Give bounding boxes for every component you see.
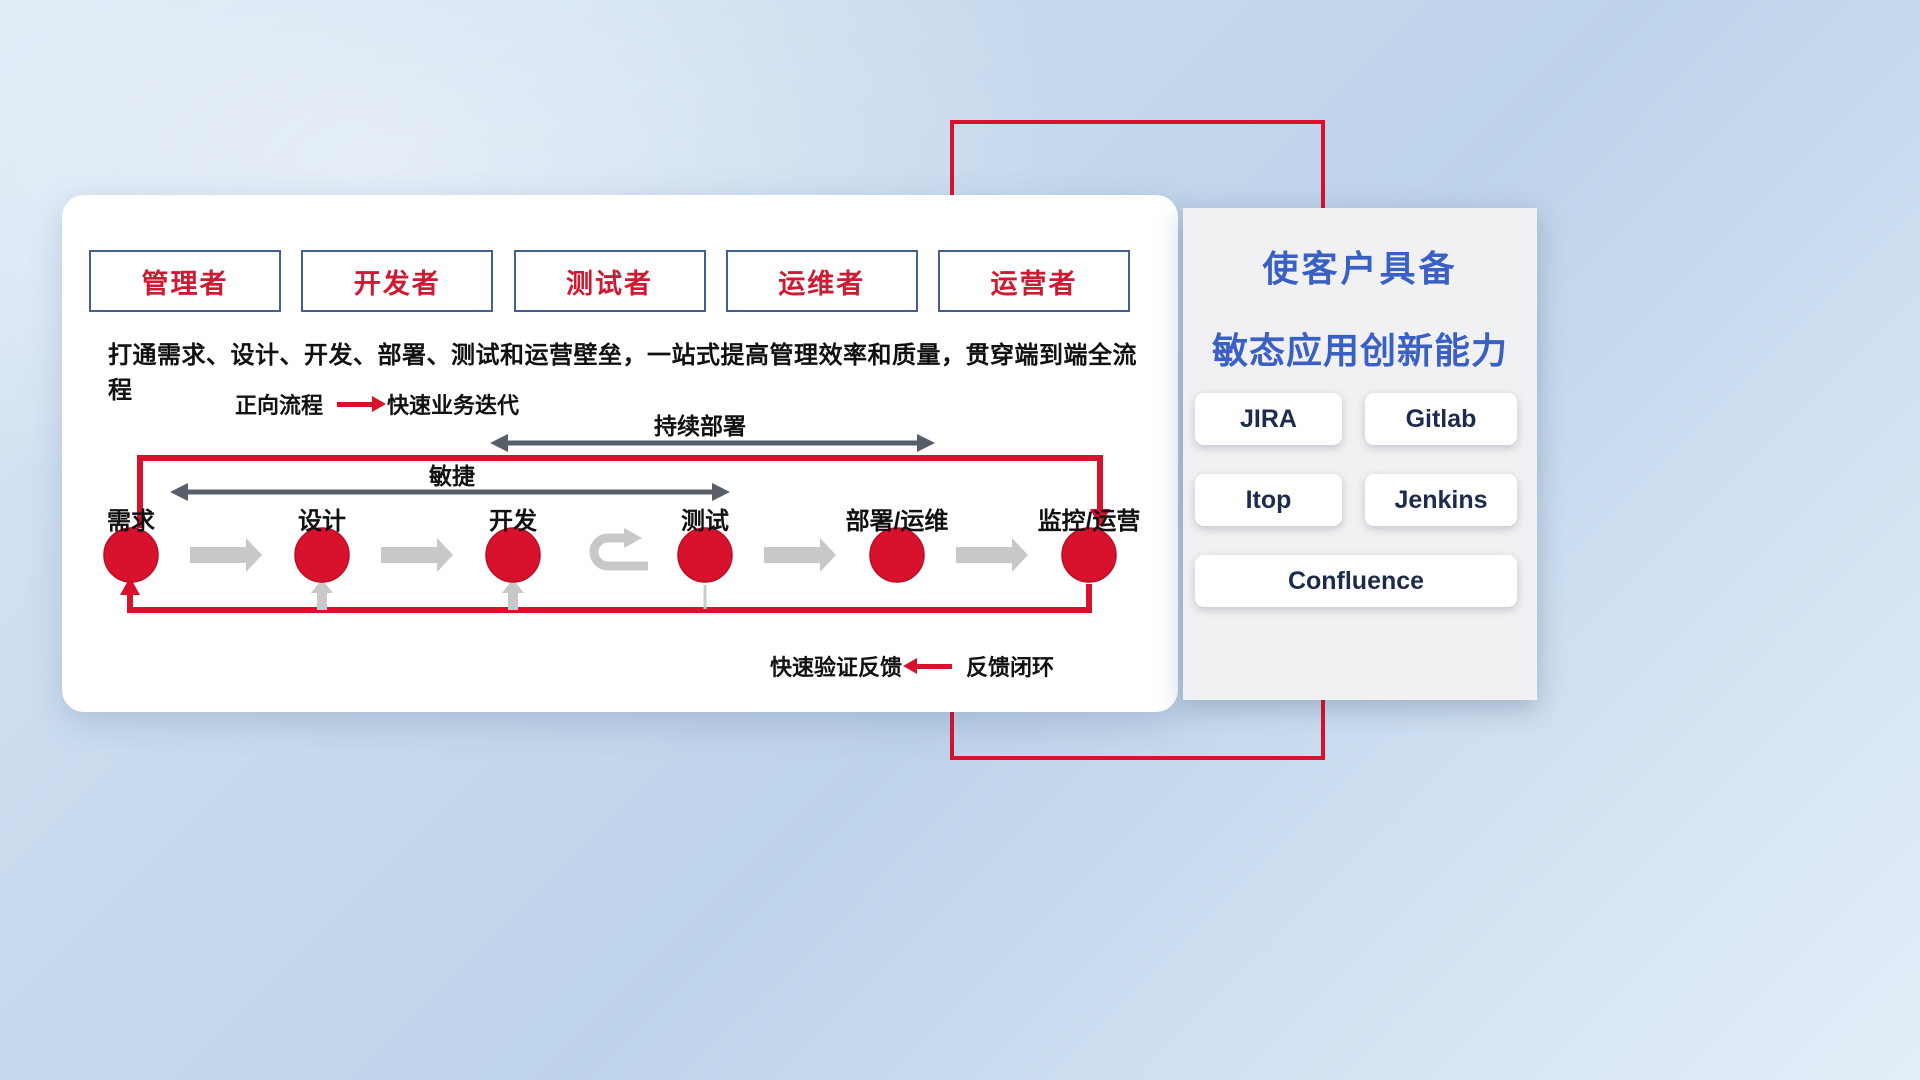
role-label: 测试者 (566, 268, 653, 299)
flow-circle-dev (485, 527, 541, 583)
role-label: 运维者 (778, 268, 866, 299)
flow-arrow-icon (956, 538, 1028, 572)
flow-circle-demand (103, 527, 159, 583)
role-box-tester: 测试者 (513, 250, 706, 312)
tool-badge-gitlab: Gitlab (1365, 393, 1517, 445)
flow-diagram-svg (103, 434, 1117, 613)
legend-feedback: 快速验证反馈 反馈闭环 (770, 650, 1054, 682)
headline-text: 打通需求、设计、开发、部署、测试和运营壁垒，一站式提高管理效率和质量，贯穿端到端… (108, 342, 1137, 404)
tool-badge-confluence: Confluence (1195, 555, 1517, 607)
loop-icon (589, 528, 648, 571)
node-label-dev: 开发 (489, 508, 537, 535)
panel-title: 使客户具备 敏态应用创新能力 (1183, 240, 1537, 374)
role-label: 运营者 (990, 268, 1078, 299)
flow-arrow-icon (381, 538, 453, 572)
flow-arrow-icons (190, 538, 1028, 572)
feedback-up-arrow-design (311, 579, 333, 610)
flow-circle-monitor (1061, 527, 1117, 583)
role-box-operator: 运营者 (938, 250, 1130, 312)
flow-arrow-icon (764, 538, 836, 572)
flow-circle-test (677, 527, 733, 583)
role-box-manager: 管理者 (89, 250, 281, 312)
legend-forward-desc: 快速业务迭代 (387, 393, 520, 418)
forward-arrow-icon (337, 395, 387, 412)
legend-feedback-desc: 反馈闭环 (966, 655, 1055, 680)
role-box-developer: 开发者 (301, 250, 494, 312)
feedback-arrow-icon (903, 657, 953, 674)
tool-badge-jenkins: Jenkins (1365, 474, 1517, 526)
feedback-up-arrow-dev (502, 579, 524, 610)
agile-label: 敏捷 (429, 463, 475, 489)
legend-feedback-label: 快速验证反馈 (770, 655, 903, 680)
flow-arrow-icon (190, 538, 262, 572)
flow-circles (103, 527, 1117, 583)
legend-forward-label: 正向流程 (235, 393, 324, 418)
continuous-deploy-label: 持续部署 (654, 413, 746, 439)
flow-circle-deploy (869, 527, 925, 583)
continuous-deploy-span-arrow (490, 434, 935, 452)
node-label-test: 测试 (681, 508, 729, 535)
feedback-loop-line (120, 577, 1092, 613)
flow-circle-design (294, 527, 350, 583)
legend-forward: 正向流程 快速业务迭代 (235, 388, 519, 420)
node-label-design: 设计 (298, 508, 346, 535)
panel-title-line2: 敏态应用创新能力 (1211, 330, 1508, 371)
role-label: 开发者 (353, 268, 441, 299)
node-label-demand: 需求 (107, 508, 155, 535)
node-label-monitor: 监控/运营 (1037, 508, 1141, 535)
tool-badge-jira: JIRA (1195, 393, 1342, 445)
tool-badge-itop: Itop (1195, 474, 1342, 526)
role-row: 管理者 开发者 测试者 运维者 运营者 (89, 250, 1130, 312)
role-label: 管理者 (141, 268, 229, 299)
agile-span-arrow (170, 483, 730, 501)
node-label-deploy: 部署/运维 (845, 508, 949, 535)
forward-loop-line (137, 455, 1110, 528)
capability-panel: 使客户具备 敏态应用创新能力 JIRA Gitlab Itop Jenkins … (1183, 208, 1537, 700)
role-box-ops: 运维者 (725, 250, 918, 312)
panel-title-line1: 使客户具备 (1262, 248, 1458, 289)
devops-flow-card: 管理者 开发者 测试者 运维者 运营者 打通需求、设计、开发、部署、测试和运营壁… (62, 195, 1178, 712)
